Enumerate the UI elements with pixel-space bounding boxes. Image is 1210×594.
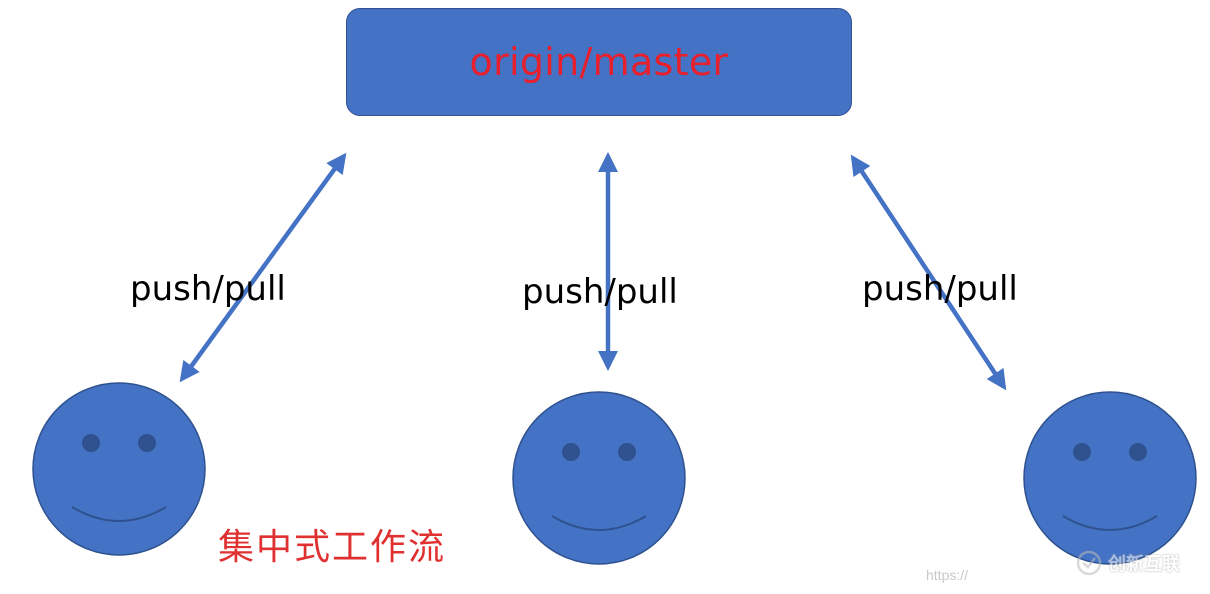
watermark-brand-text: 创新互联 xyxy=(1108,554,1180,575)
watermark-brand: 创新互联 xyxy=(1076,550,1180,576)
user-smiley-left xyxy=(32,382,206,556)
smile-mouth xyxy=(71,506,167,522)
left-eye xyxy=(1073,443,1091,461)
smile-mouth xyxy=(1062,515,1158,531)
user-smiley-right xyxy=(1023,391,1197,565)
edge-label-center: push/pull xyxy=(522,272,678,312)
right-eye xyxy=(1129,443,1147,461)
diagram-title: 集中式工作流 xyxy=(218,527,447,568)
origin-master-node: origin/master xyxy=(346,8,852,116)
watermark-url: https:// xyxy=(926,567,969,583)
face-circle xyxy=(512,391,686,565)
right-eye xyxy=(618,443,636,461)
origin-master-label: origin/master xyxy=(469,40,729,84)
left-eye xyxy=(562,443,580,461)
arrow-right xyxy=(850,154,1007,391)
user-smiley-center xyxy=(512,391,686,565)
brand-logo-icon xyxy=(1076,550,1102,576)
arrow-left xyxy=(179,152,347,383)
right-eye xyxy=(138,434,156,452)
edge-label-left: push/pull xyxy=(130,269,286,309)
smile-mouth xyxy=(551,515,647,531)
face-circle xyxy=(32,382,206,556)
left-eye xyxy=(82,434,100,452)
edge-label-right: push/pull xyxy=(862,269,1018,309)
face-circle xyxy=(1023,391,1197,565)
